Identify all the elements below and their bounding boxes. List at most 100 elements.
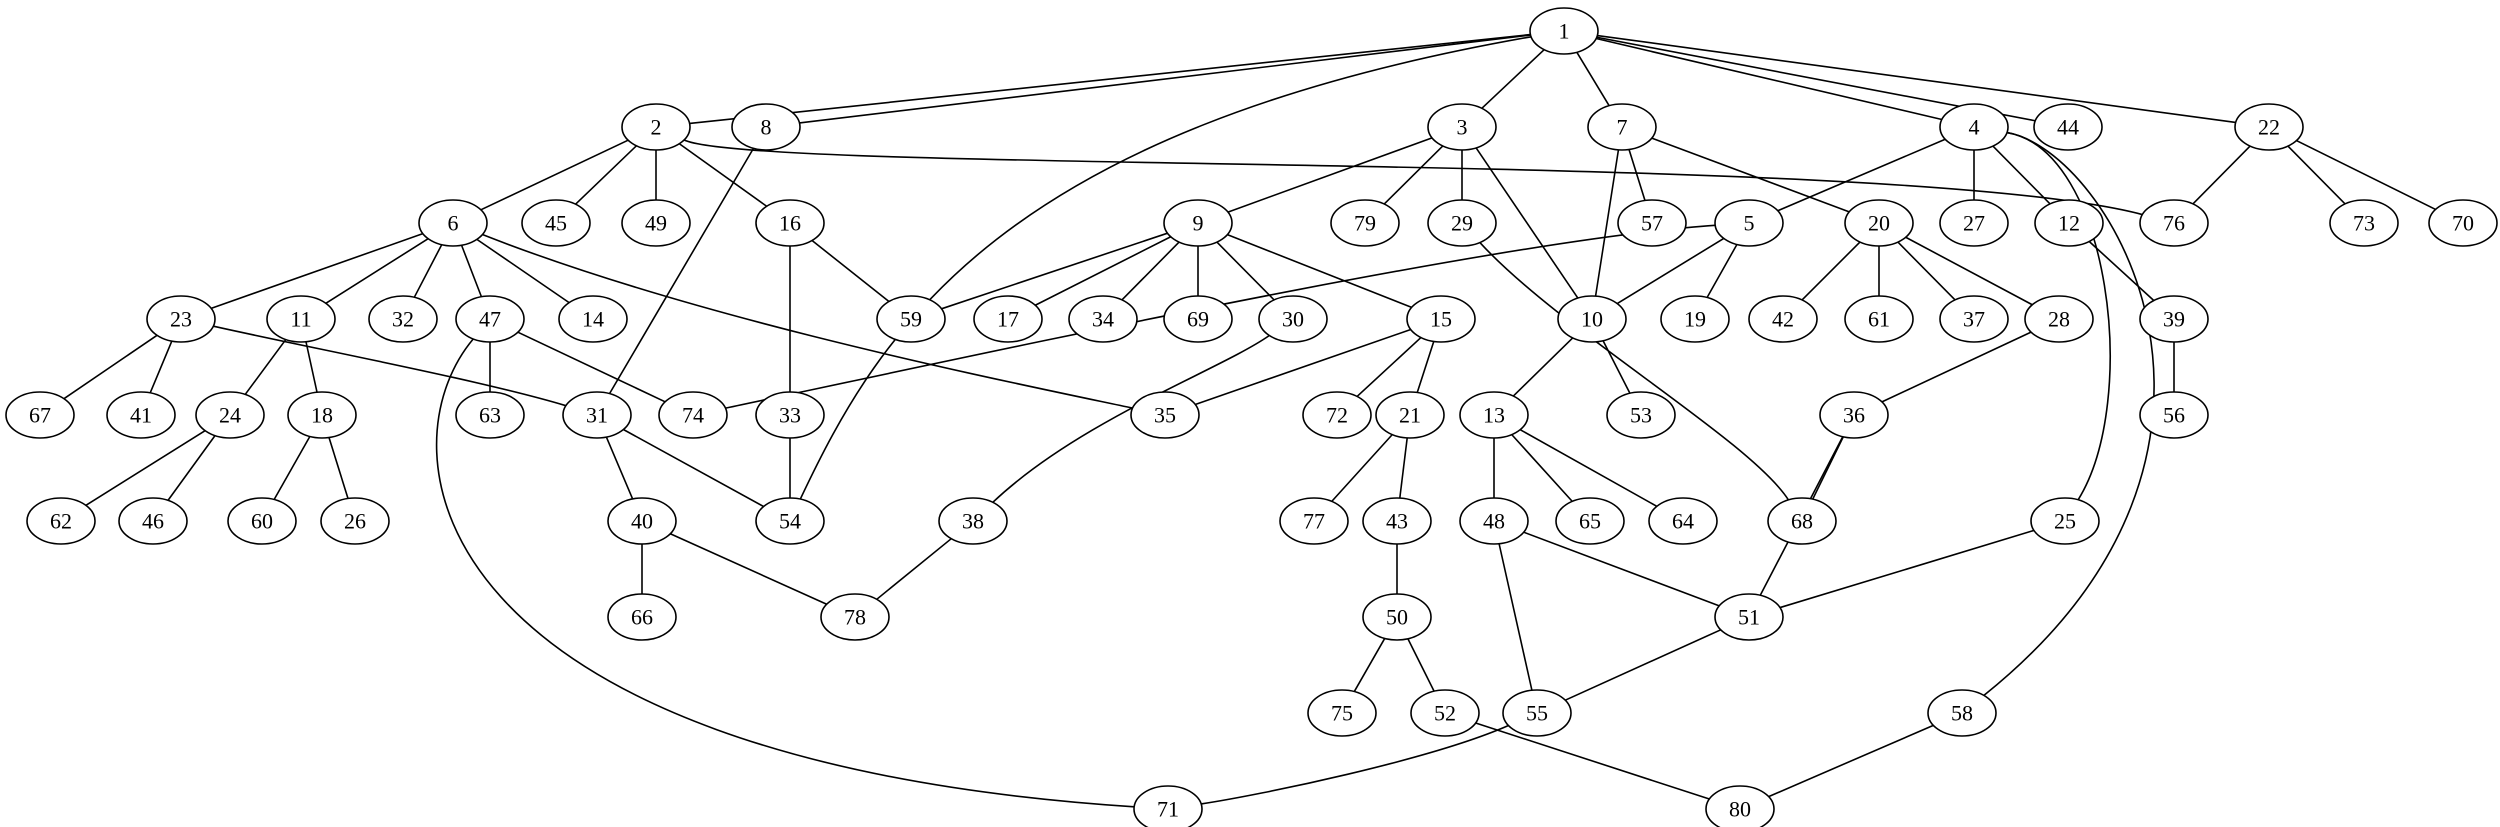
node-label: 54 xyxy=(779,509,801,534)
node-label: 39 xyxy=(2163,307,2185,332)
node-label: 80 xyxy=(1729,797,1751,822)
node-label: 41 xyxy=(130,403,152,428)
node-ellipse xyxy=(1163,295,1233,343)
node-label: 24 xyxy=(219,403,241,428)
edge-28-36 xyxy=(1881,331,2032,403)
node-ellipse xyxy=(1163,199,1233,247)
node-label: 50 xyxy=(1386,605,1408,630)
edge-23-41 xyxy=(149,340,173,394)
edge-6-23 xyxy=(210,232,424,310)
node-20: 20 xyxy=(1844,199,1914,247)
node-58: 58 xyxy=(1927,689,1997,737)
node-label: 55 xyxy=(1526,701,1548,726)
node-39: 39 xyxy=(2139,295,2209,343)
node-ellipse xyxy=(5,391,75,439)
node-label: 8 xyxy=(761,115,772,140)
edge-31-40 xyxy=(605,436,634,500)
node-ellipse xyxy=(2033,103,2103,151)
node-label: 11 xyxy=(290,307,311,332)
node-label: 59 xyxy=(900,307,922,332)
node-label: 12 xyxy=(2058,211,2080,236)
edge-6-32 xyxy=(413,244,443,298)
edge-21-43 xyxy=(1399,437,1408,499)
node-label: 3 xyxy=(1457,115,1468,140)
node-ellipse xyxy=(266,295,336,343)
node-label: 32 xyxy=(392,307,414,332)
node-24: 24 xyxy=(195,391,265,439)
node-ellipse xyxy=(2139,391,2209,439)
edge-8-31 xyxy=(608,147,755,395)
edge-6-35 xyxy=(482,233,1133,409)
node-label: 36 xyxy=(1843,403,1865,428)
edge-10-13 xyxy=(1512,337,1574,397)
node-label: 26 xyxy=(344,509,366,534)
node-66: 66 xyxy=(607,593,677,641)
edge-24-46 xyxy=(167,435,216,501)
node-label: 13 xyxy=(1483,403,1505,428)
node-16: 16 xyxy=(755,199,825,247)
edge-7-57 xyxy=(1628,149,1646,201)
node-ellipse xyxy=(455,295,525,343)
edge-36-68 xyxy=(1811,436,1845,500)
edge-5-19 xyxy=(1706,244,1738,298)
node-ellipse xyxy=(1939,103,2009,151)
node-ellipse xyxy=(755,391,825,439)
node-29: 29 xyxy=(1427,199,1497,247)
node-79: 79 xyxy=(1330,199,1400,247)
node-ellipse xyxy=(455,391,525,439)
node-label: 20 xyxy=(1868,211,1890,236)
node-ellipse xyxy=(1307,689,1377,737)
node-63: 63 xyxy=(455,391,525,439)
node-51: 51 xyxy=(1714,593,1784,641)
node-15: 15 xyxy=(1406,295,1476,343)
node-label: 42 xyxy=(1772,307,1794,332)
node-label: 43 xyxy=(1386,509,1408,534)
edge-10-53 xyxy=(1602,340,1631,394)
edge-6-11 xyxy=(325,238,429,304)
node-ellipse xyxy=(1606,391,1676,439)
node-ellipse xyxy=(607,593,677,641)
node-label: 64 xyxy=(1672,509,1694,534)
node-ellipse xyxy=(731,103,801,151)
node-26: 26 xyxy=(320,497,390,545)
node-label: 28 xyxy=(2048,307,2070,332)
edge-9-59 xyxy=(941,232,1168,310)
node-ellipse xyxy=(287,391,357,439)
edge-16-59 xyxy=(811,239,890,303)
node-70: 70 xyxy=(2428,199,2498,247)
node-label: 51 xyxy=(1738,605,1760,630)
edge-50-75 xyxy=(1353,638,1386,692)
edge-2-6 xyxy=(480,139,629,211)
node-71: 71 xyxy=(1133,785,1203,827)
node-25: 25 xyxy=(2030,497,2100,545)
edge-7-10 xyxy=(1594,149,1620,297)
node-ellipse xyxy=(2034,199,2104,247)
node-label: 71 xyxy=(1157,797,1179,822)
edge-20-42 xyxy=(1801,241,1861,301)
node-ellipse xyxy=(368,295,438,343)
edge-5-10 xyxy=(1616,237,1725,305)
edge-1-54 xyxy=(799,35,1532,500)
edge-11-18 xyxy=(305,341,318,393)
node-ellipse xyxy=(1362,497,1432,545)
node-17: 17 xyxy=(973,295,1043,343)
edge-13-64 xyxy=(1519,428,1658,508)
node-55: 55 xyxy=(1502,689,1572,737)
node-label: 61 xyxy=(1868,307,1890,332)
node-36: 36 xyxy=(1819,391,1889,439)
node-47: 47 xyxy=(455,295,525,343)
node-69: 69 xyxy=(1163,295,1233,343)
node-label: 70 xyxy=(2452,211,2474,236)
edge-9-30 xyxy=(1216,241,1275,301)
node-ellipse xyxy=(1427,103,1497,151)
node-57: 57 xyxy=(1617,199,1687,247)
node-ellipse xyxy=(195,391,265,439)
node-5: 5 xyxy=(1714,199,1784,247)
edge-51-55 xyxy=(1564,629,1722,701)
node-ellipse xyxy=(1844,295,1914,343)
edge-13-65 xyxy=(1511,434,1573,502)
node-52: 52 xyxy=(1410,689,1480,737)
node-34: 34 xyxy=(1068,295,1138,343)
node-59: 59 xyxy=(876,295,946,343)
